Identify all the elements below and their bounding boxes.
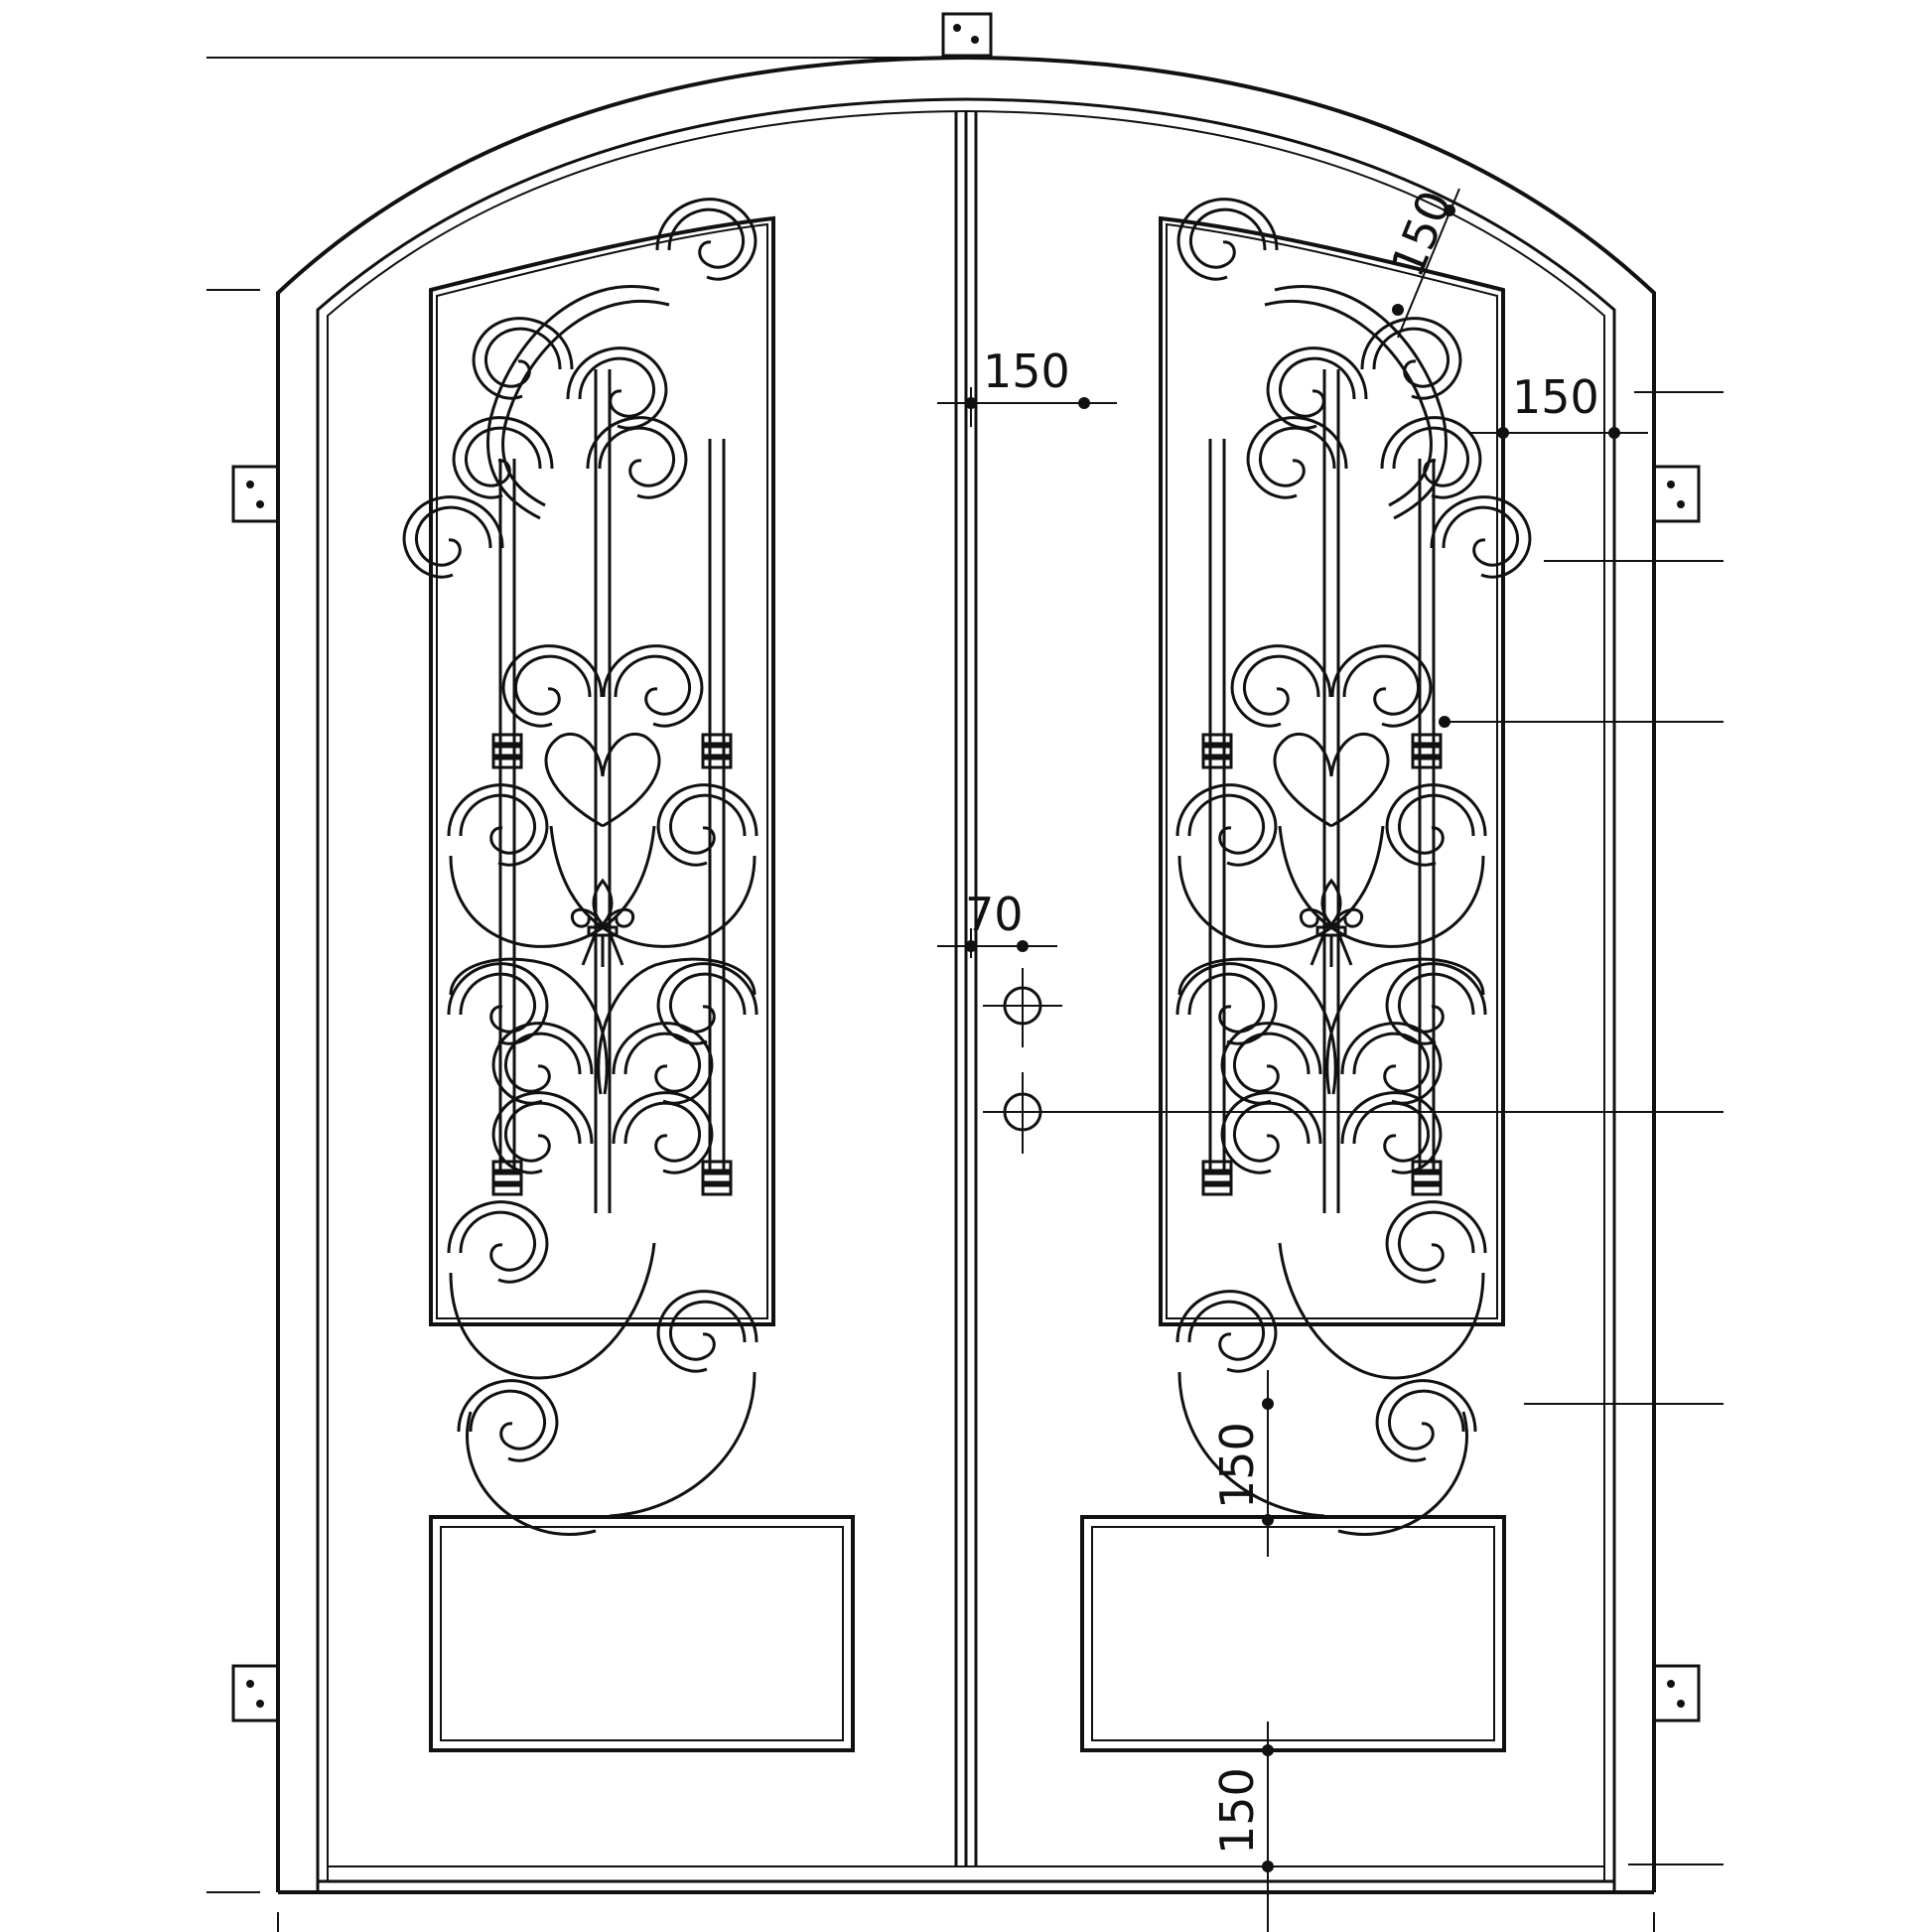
dim-lock-label: 70 [965, 888, 1024, 941]
left-glass-grille [404, 200, 773, 1535]
right-glass-grille [1161, 200, 1530, 1535]
hinge-top-left [231, 465, 280, 523]
dim-center-stile-label: 150 [983, 345, 1070, 398]
dim-top-arch-label: 150 [1380, 183, 1462, 284]
dim-glass-to-panel-label: 150 [1210, 1422, 1264, 1509]
left-lower-panel [429, 1515, 855, 1752]
hinge-top-center [941, 12, 993, 58]
dim-right-stile-label: 150 [1512, 370, 1599, 424]
meeting-stile [954, 111, 978, 1866]
dimension-lines [207, 57, 1724, 1932]
dim-panel-to-bottom-label: 150 [1210, 1767, 1264, 1855]
hinge-bottom-right [1652, 1664, 1701, 1723]
right-lower-panel [1080, 1515, 1506, 1752]
hinge-top-right [1652, 465, 1701, 523]
hinge-bottom-left [231, 1664, 280, 1723]
lockset-holes [983, 968, 1724, 1154]
